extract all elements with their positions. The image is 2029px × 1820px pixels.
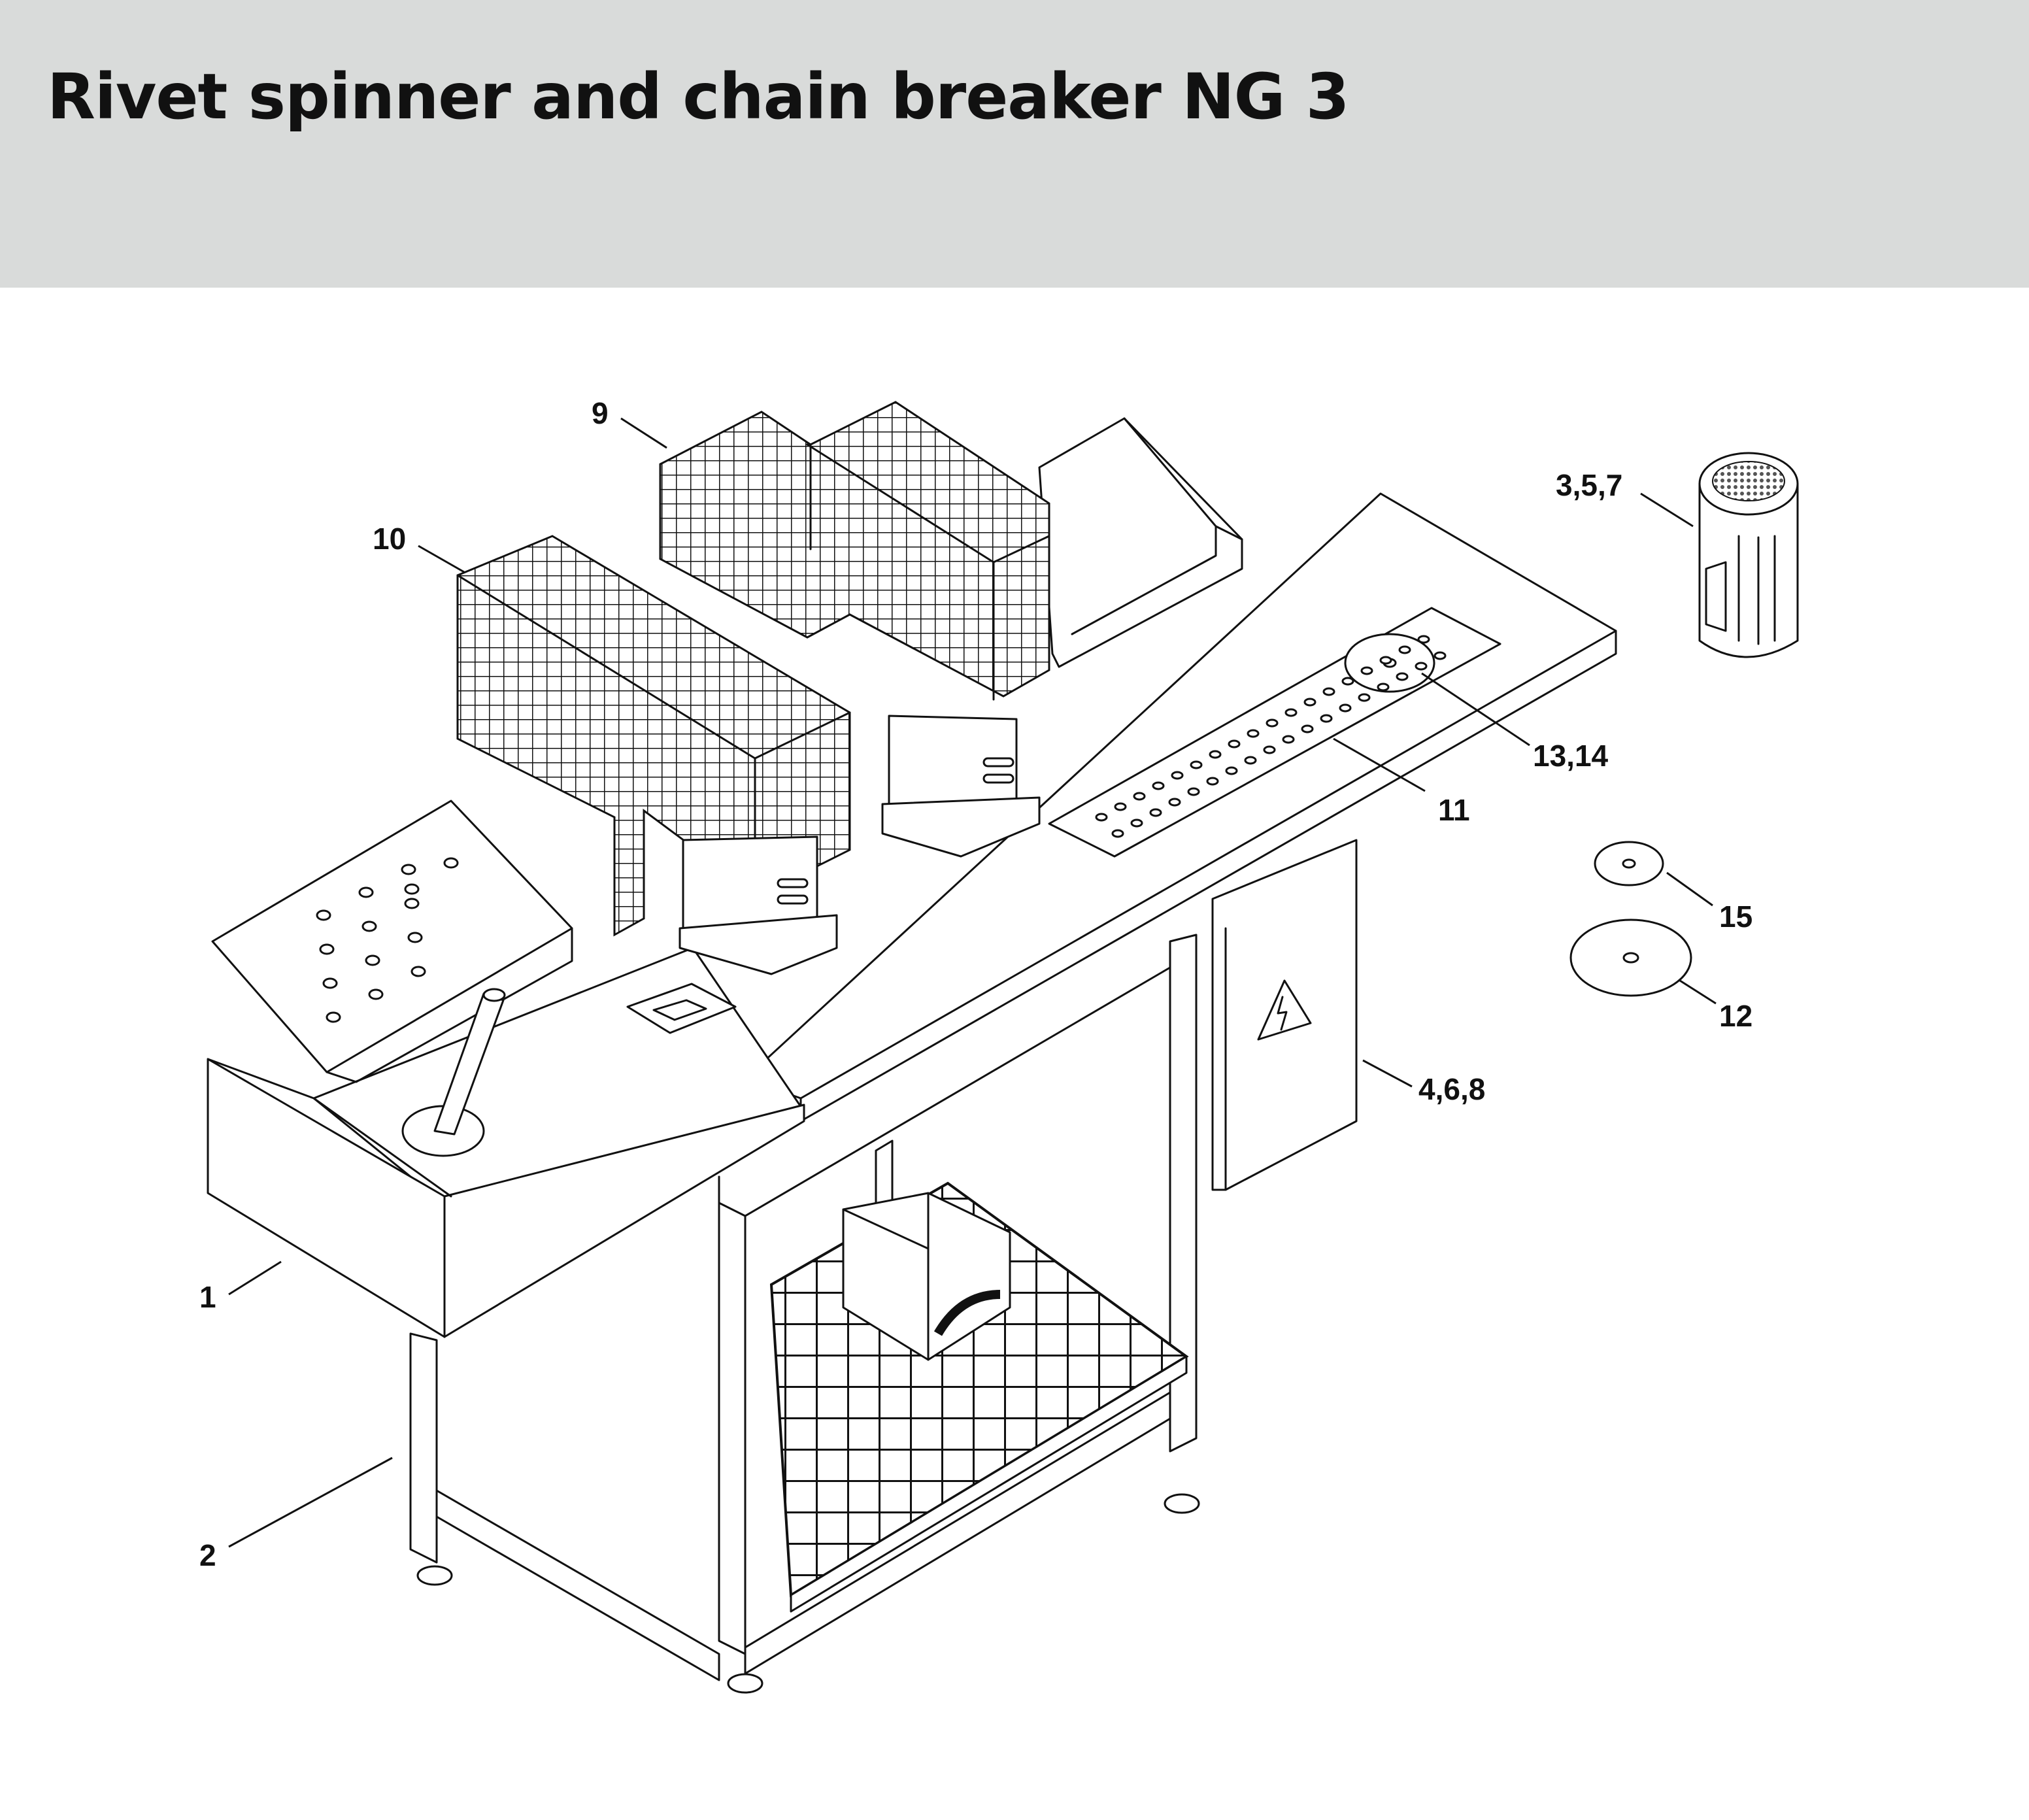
strip-hole	[1322, 687, 1335, 696]
guard-10	[456, 535, 851, 937]
strip-hole	[1266, 718, 1279, 728]
strip-hole	[1171, 771, 1184, 780]
callout-13-14: 13,14	[1533, 739, 1609, 773]
callout-4-6-8: 4,6,8	[1418, 1072, 1485, 1106]
control-cabinet	[1211, 839, 1358, 1191]
strip-hole	[1360, 666, 1373, 675]
foot-pedal	[842, 1192, 1011, 1361]
strip-hole	[1263, 745, 1276, 754]
strip-hole	[1377, 682, 1390, 692]
strip-hole	[1303, 698, 1316, 707]
callout-10: 10	[373, 522, 406, 556]
stand-frame	[409, 934, 1200, 1694]
plate-hole	[404, 883, 420, 895]
strip-hole	[1225, 766, 1238, 775]
strip-hole	[1282, 735, 1295, 744]
callout-2: 2	[199, 1538, 216, 1572]
plate-hole	[407, 932, 423, 943]
motor	[1698, 452, 1799, 658]
strip-hole	[1149, 808, 1162, 817]
plate-hole	[411, 966, 426, 977]
plate-hole	[326, 1011, 341, 1023]
machine-diagram: 9 10 3,5,7 13,14 11 15 12 4,6,8 1 2	[199, 396, 1799, 1694]
strip-hole	[1320, 714, 1333, 723]
strip-hole	[1415, 662, 1428, 671]
strip-hole	[1301, 724, 1314, 733]
strip-hole	[1417, 635, 1430, 644]
leader-lines	[228, 417, 1717, 1548]
strip-hole	[1168, 798, 1181, 807]
strip-hole	[1152, 781, 1165, 790]
strip-hole	[1358, 693, 1371, 702]
strip-hole	[1244, 756, 1257, 765]
callout-1: 1	[199, 1280, 216, 1314]
callout-9: 9	[592, 396, 609, 430]
plate-hole	[365, 954, 380, 966]
strip-hole	[1339, 703, 1352, 713]
plate-hole	[404, 898, 420, 909]
plate-hole	[316, 909, 331, 921]
strip-hole	[1206, 777, 1219, 786]
strip-hole	[1398, 645, 1411, 654]
callout-labels: 9 10 3,5,7 13,14 11 15 12 4,6,8 1 2	[199, 396, 1752, 1572]
left-hole-plate	[211, 800, 573, 1083]
strip-hole	[1341, 677, 1354, 686]
plate-hole	[368, 988, 384, 1000]
strip-hole	[1095, 813, 1108, 822]
strip-hole	[1247, 729, 1260, 738]
plate-hole	[319, 943, 335, 955]
strip-hole	[1187, 787, 1200, 796]
strip-hole	[1133, 792, 1146, 801]
page-title: Rivet spinner and chain breaker NG 3	[47, 60, 1350, 133]
plate-hole	[322, 977, 338, 989]
callout-3-5-7: 3,5,7	[1556, 468, 1622, 502]
strip-hole	[1114, 802, 1127, 811]
strip-hole	[1284, 708, 1298, 717]
callout-12: 12	[1719, 999, 1752, 1033]
strip-hole	[1379, 656, 1392, 665]
rear-feed-unit	[1038, 417, 1243, 668]
lever	[401, 988, 506, 1157]
title-band: Rivet spinner and chain breaker NG 3	[0, 0, 2029, 288]
strip-hole	[1396, 672, 1409, 681]
plate-hole	[401, 864, 416, 875]
strip-hole	[1130, 818, 1143, 828]
callout-15: 15	[1719, 900, 1752, 934]
strip-hole	[1228, 739, 1241, 749]
strip-hole	[1209, 750, 1222, 759]
guard-9	[659, 401, 1050, 701]
strip-hole	[1190, 760, 1203, 769]
plate-hole	[361, 920, 377, 932]
plate-hole	[443, 857, 459, 869]
callout-11: 11	[1438, 793, 1470, 827]
strip-hole	[1111, 829, 1124, 838]
strip-hole	[1434, 651, 1447, 660]
plate-hole	[358, 886, 374, 898]
chute-opening	[626, 983, 737, 1034]
spinner-head-right	[881, 715, 1041, 858]
spinner-head-left	[679, 835, 838, 975]
spare-discs	[1344, 633, 1692, 997]
